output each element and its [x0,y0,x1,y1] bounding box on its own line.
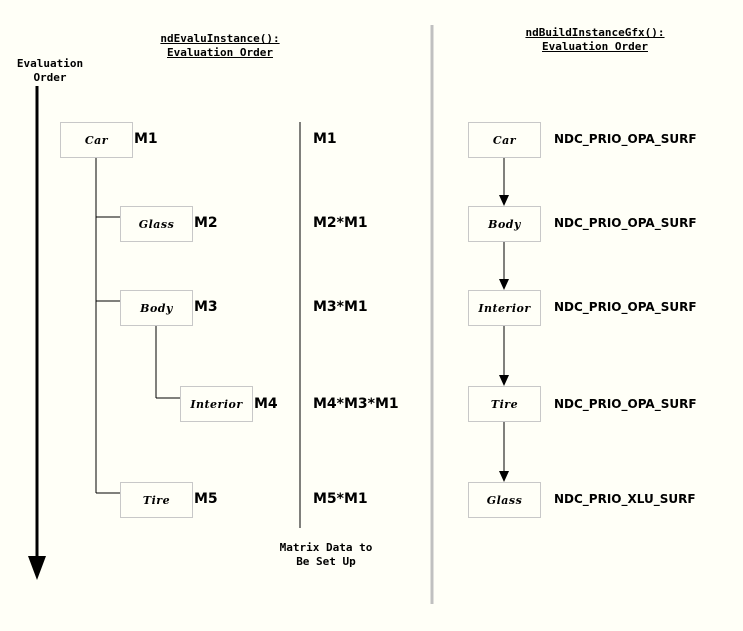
matrix-data-5: M5*M1 [313,491,368,507]
arrowhead-tire [499,375,509,386]
gfx-node-body: Body [468,206,541,242]
right-heading-title: ndBuildInstanceGfx(): [525,26,665,39]
tree-node-car: Car [60,122,133,158]
gfx-node-body-priority: NDC_PRIO_OPA_SURF [554,216,697,230]
matrix-data-caption: Matrix Data to Be Set Up [254,541,398,569]
tree-node-tire: Tire [120,482,193,518]
tree-node-glass-matrix: M2 [194,215,218,231]
tree-node-body: Body [120,290,193,326]
gfx-node-glass-priority: NDC_PRIO_XLU_SURF [554,492,696,506]
tree-node-interior: Interior [180,386,253,422]
evaluation-order-label-line1: Evaluation [16,57,84,70]
arrowhead-interior [499,279,509,290]
tree-connectors [95,157,180,494]
tree-node-tire-matrix: M5 [194,491,218,507]
arrowhead-body [499,195,509,206]
left-heading-subtitle: Evaluation Order [167,46,273,59]
tree-node-car-matrix: M1 [134,131,158,147]
tree-node-body-matrix: M3 [194,299,218,315]
gfx-node-interior: Interior [468,290,541,326]
matrix-data-caption-line1: Matrix Data to [279,541,373,554]
matrix-data-caption-line2: Be Set Up [296,555,356,568]
evaluation-order-arrowhead [28,556,46,580]
gfx-node-tire: Tire [468,386,541,422]
left-heading: ndEvaluInstance(): Evaluation Order [140,32,300,60]
right-heading: ndBuildInstanceGfx(): Evaluation Order [500,26,690,54]
tree-node-glass: Glass [120,206,193,242]
left-heading-title: ndEvaluInstance(): [160,32,280,45]
evaluation-order-label-line2: Order [33,71,67,84]
matrix-data-3: M3*M1 [313,299,368,315]
gfx-node-glass: Glass [468,482,541,518]
right-heading-subtitle: Evaluation Order [542,40,648,53]
matrix-data-2: M2*M1 [313,215,368,231]
matrix-data-4: M4*M3*M1 [313,396,399,412]
gfx-node-tire-priority: NDC_PRIO_OPA_SURF [554,397,697,411]
gfx-node-car-priority: NDC_PRIO_OPA_SURF [554,132,697,146]
evaluation-order-label: Evaluation Order [2,57,98,85]
tree-node-interior-matrix: M4 [254,396,278,412]
gfx-node-car: Car [468,122,541,158]
gfx-chain-arrowheads [499,195,509,482]
matrix-data-1: M1 [313,131,337,147]
gfx-node-interior-priority: NDC_PRIO_OPA_SURF [554,300,697,314]
arrowhead-glass [499,471,509,482]
